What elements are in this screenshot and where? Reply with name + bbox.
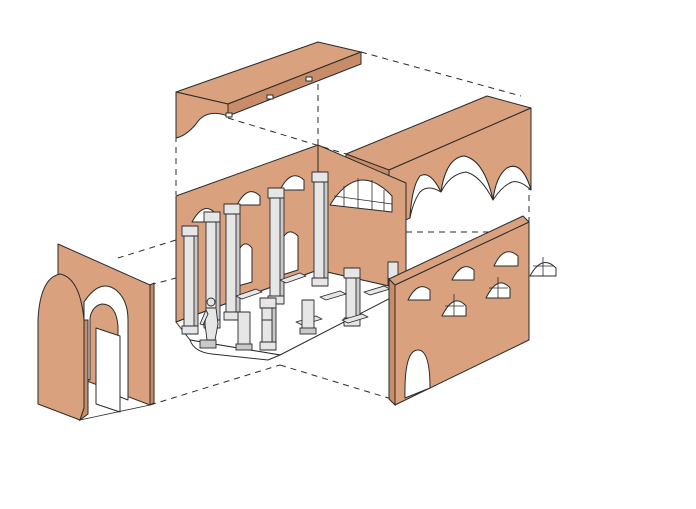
column bbox=[311, 171, 329, 287]
column bbox=[223, 203, 241, 321]
column bbox=[181, 225, 199, 335]
arched-opening-piece bbox=[37, 273, 151, 422]
statue bbox=[199, 297, 219, 349]
roof-slab bbox=[175, 41, 362, 139]
lunette-window-mullions bbox=[333, 178, 393, 211]
pedestals bbox=[235, 299, 317, 351]
column bbox=[203, 211, 221, 329]
side-arched-wall bbox=[388, 215, 557, 407]
lunette-mullions bbox=[445, 257, 554, 316]
column bbox=[267, 187, 285, 305]
column-row bbox=[181, 171, 361, 351]
benches bbox=[235, 272, 391, 326]
